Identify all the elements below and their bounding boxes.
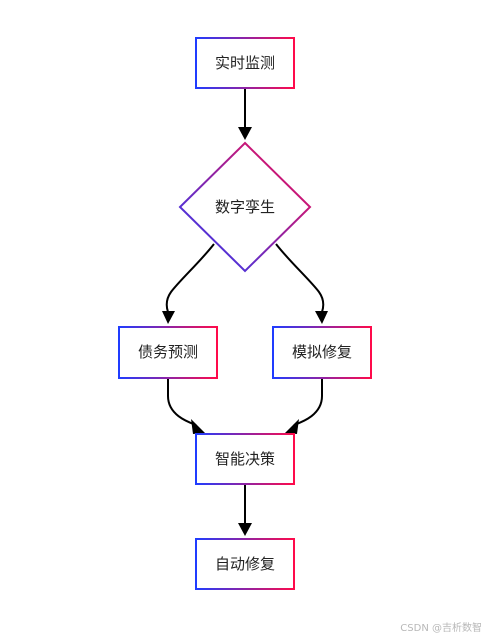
node-simulate: 模拟修复 — [272, 326, 372, 379]
node-repair: 自动修复 — [195, 538, 295, 590]
watermark: CSDN @吉析数智 — [400, 623, 482, 634]
node-decide-label: 智能决策 — [215, 450, 275, 468]
node-repair-label: 自动修复 — [215, 555, 275, 573]
node-debt-label: 债务预测 — [138, 343, 198, 361]
arrowhead-decide-right — [285, 419, 299, 434]
edge-simulate-to-decide — [293, 378, 323, 426]
node-twin-label: 数字孪生 — [215, 198, 275, 216]
edge-twin-to-debt — [165, 243, 215, 313]
node-monitor: 实时监测 — [195, 37, 295, 89]
node-decide: 智能决策 — [195, 433, 295, 485]
node-monitor-label: 实时监测 — [215, 54, 275, 72]
arrowhead-repair — [238, 523, 252, 536]
edges — [165, 89, 325, 524]
edge-debt-to-decide — [167, 378, 197, 426]
arrowhead-decide-left — [191, 419, 205, 434]
edge-twin-to-simulate — [275, 243, 325, 313]
arrowhead-simulate — [315, 311, 328, 324]
arrowhead-debt — [162, 311, 175, 324]
node-simulate-label: 模拟修复 — [292, 343, 352, 361]
node-debt: 债务预测 — [118, 326, 218, 379]
arrowheads — [162, 127, 328, 536]
node-twin: 数字孪生 — [178, 141, 312, 273]
arrowhead-twin — [238, 127, 252, 140]
